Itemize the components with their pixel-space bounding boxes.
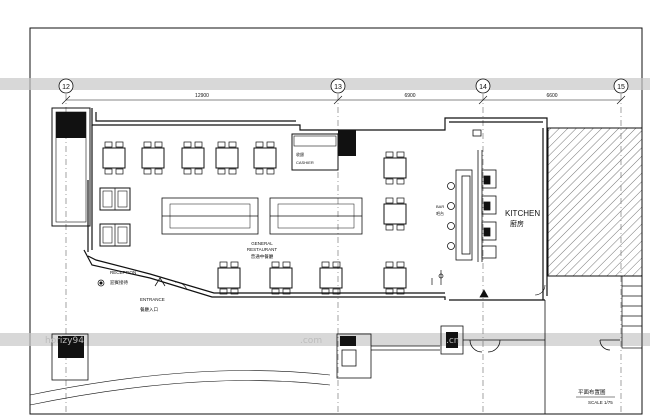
structural-column xyxy=(340,336,356,346)
entrance-label-en: ENTRANCE xyxy=(140,297,165,302)
structural-column xyxy=(58,336,84,358)
restaurant-label-cn: 普通中餐廳 xyxy=(251,253,274,260)
grid-label-15: 15 xyxy=(617,84,625,91)
drawing-scale: SCALE 1/75 xyxy=(588,400,613,405)
bottom-row-tables xyxy=(217,261,407,295)
watermark-1: .com xyxy=(300,336,322,346)
scan-band-top xyxy=(0,78,650,90)
cashier-label-en: CASHIER xyxy=(296,160,314,165)
left-core xyxy=(51,107,91,227)
grid-bubbles: 12 13 14 15 xyxy=(58,78,629,94)
center-long-tables xyxy=(161,197,363,235)
left-booths xyxy=(99,187,131,247)
grid-label-14: 14 xyxy=(479,84,487,91)
hatched-area xyxy=(547,127,643,277)
cashier-counter xyxy=(291,130,356,171)
reception-label-cn: 迎賓接待 xyxy=(110,279,128,286)
structural-column xyxy=(56,112,86,138)
entrance-label-cn: 餐廳入口 xyxy=(140,306,158,313)
bar-label-en: BAR xyxy=(436,204,444,209)
reception-area xyxy=(97,270,489,298)
grid-label-12: 12 xyxy=(62,84,70,91)
dimension-2: 6900 xyxy=(404,93,415,99)
bar-label-cn: 吧台 xyxy=(436,210,444,216)
lower-structures xyxy=(29,300,620,414)
restaurant-label-en-2: RESTAURANT xyxy=(247,247,277,252)
watermark-3: horizy94 xyxy=(45,336,84,346)
reception-label-en: RECEPTION xyxy=(110,270,136,275)
structural-column xyxy=(338,130,356,156)
top-row-tables xyxy=(102,141,277,175)
bar-counter xyxy=(447,150,483,262)
cashier-label-cn: 收銀 xyxy=(296,151,304,157)
kitchen-equipment xyxy=(472,129,546,296)
drawing-title: 平面布置圖 xyxy=(578,388,606,396)
right-stair xyxy=(621,275,643,349)
kitchen-label-cn: 廚房 xyxy=(510,219,524,228)
kitchen-label-en: KITCHEN xyxy=(505,209,540,218)
watermark-2: .cn xyxy=(446,336,460,346)
scan-band-bottom xyxy=(0,333,650,346)
dimension-3: 6600 xyxy=(546,93,557,99)
building-walls xyxy=(83,108,548,301)
dimension-line xyxy=(61,95,626,105)
restaurant-label-en-1: GENERAL xyxy=(251,241,273,246)
right-tables xyxy=(383,151,407,231)
dimension-1: 12900 xyxy=(195,93,209,99)
grid-label-13: 13 xyxy=(334,84,342,91)
